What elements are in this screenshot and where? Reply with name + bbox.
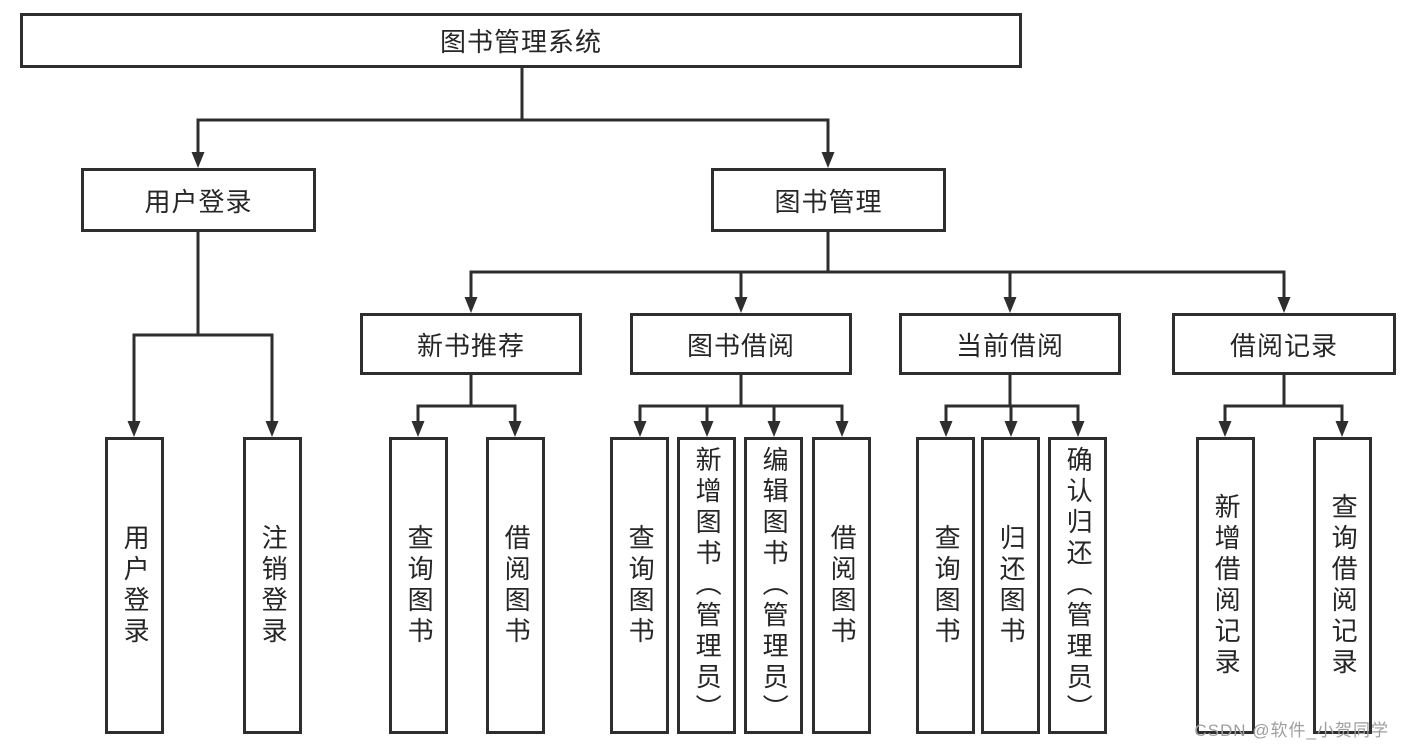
arrowhead-icon <box>767 421 781 437</box>
node-borrowing-records: 借阅记录 <box>1172 313 1396 375</box>
arrowhead-icon <box>835 421 849 437</box>
node-label: 图书管理系统 <box>439 27 602 57</box>
arrowhead-icon <box>1003 297 1017 313</box>
node-label: 确认归还（管理员） <box>1063 446 1094 725</box>
node-label: 当前借阅 <box>955 330 1064 361</box>
node-label: 借阅图书 <box>827 523 858 648</box>
node-leaf-borrow-book-1: 借阅图书 <box>486 437 545 734</box>
node-leaf-query-book-1: 查询图书 <box>389 437 448 734</box>
arrowhead-icon <box>127 421 141 437</box>
node-new-book-recommend: 新书推荐 <box>360 313 582 375</box>
arrowhead-icon <box>700 421 714 437</box>
arrowhead-icon <box>734 297 748 313</box>
node-leaf-add-book-admin: 新增图书（管理员） <box>677 437 736 734</box>
node-leaf-query-borrow-rec: 查询借阅记录 <box>1313 437 1372 734</box>
arrowhead-icon <box>939 421 953 437</box>
node-label: 图书借阅 <box>686 330 795 361</box>
node-label: 图书管理 <box>774 186 883 217</box>
node-current-borrowing: 当前借阅 <box>899 313 1121 375</box>
node-label: 借阅图书 <box>501 523 532 648</box>
node-leaf-add-borrow-rec: 新增借阅记录 <box>1196 437 1255 734</box>
arrowhead-icon <box>1218 421 1232 437</box>
node-label: 编辑图书（管理员） <box>759 446 790 725</box>
arrowhead-icon <box>191 152 205 168</box>
node-label: 注销登录 <box>258 523 289 648</box>
node-leaf-borrow-book-2: 借阅图书 <box>812 437 871 734</box>
arrowhead-icon <box>411 421 425 437</box>
arrowhead-icon <box>1071 421 1085 437</box>
node-leaf-user-login: 用户登录 <box>105 437 164 734</box>
arrowhead-icon <box>1335 421 1349 437</box>
arrowhead-icon <box>633 421 647 437</box>
node-label: 查询图书 <box>404 523 435 648</box>
node-label: 用户登录 <box>120 523 151 648</box>
node-leaf-logout: 注销登录 <box>243 437 302 734</box>
node-label: 查询借阅记录 <box>1328 492 1359 679</box>
csdn-watermark: CSDN @软件_小贺同学 <box>1194 721 1389 740</box>
node-label: 新增图书（管理员） <box>692 446 723 725</box>
arrowhead-icon <box>508 421 522 437</box>
node-leaf-return-book: 归还图书 <box>981 437 1040 734</box>
node-label: 归还图书 <box>996 523 1027 648</box>
arrowhead-icon <box>464 297 478 313</box>
arrowhead-icon <box>1004 421 1018 437</box>
node-system-root: 图书管理系统 <box>20 13 1022 68</box>
arrowhead-icon <box>265 421 279 437</box>
node-book-borrowing: 图书借阅 <box>630 313 852 375</box>
node-leaf-confirm-return: 确认归还（管理员） <box>1048 437 1107 734</box>
node-leaf-edit-book-admin: 编辑图书（管理员） <box>744 437 803 734</box>
node-label: 查询图书 <box>931 523 962 648</box>
node-leaf-query-book-3: 查询图书 <box>916 437 975 734</box>
node-user-login: 用户登录 <box>81 168 316 232</box>
node-label: 查询图书 <box>625 523 656 648</box>
arrowhead-icon <box>1277 297 1291 313</box>
arrowhead-icon <box>821 152 835 168</box>
node-book-management: 图书管理 <box>711 168 946 232</box>
node-label: 新增借阅记录 <box>1211 492 1242 679</box>
node-label: 新书推荐 <box>416 330 525 361</box>
node-label: 借阅记录 <box>1229 330 1338 361</box>
node-label: 用户登录 <box>144 186 253 217</box>
node-leaf-query-book-2: 查询图书 <box>610 437 669 734</box>
